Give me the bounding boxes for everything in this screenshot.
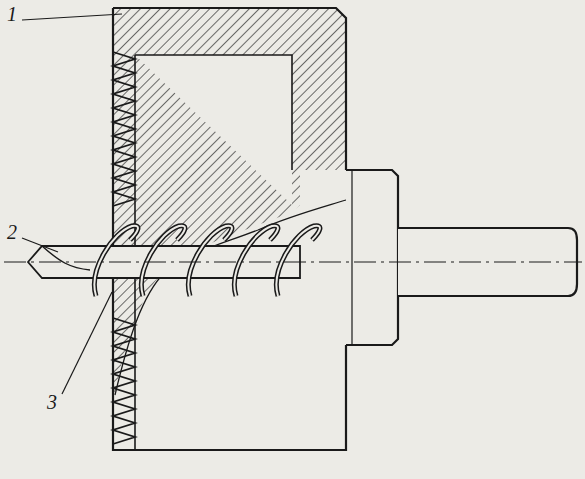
callout-number: 2 [6, 222, 18, 242]
drill-spiral [94, 226, 319, 296]
break-line [115, 200, 346, 395]
spiral-turn [276, 226, 319, 296]
spiral-turn [94, 226, 137, 296]
spiral-turn [188, 226, 231, 296]
spiral-turn [141, 226, 184, 296]
spiral-turn [141, 226, 184, 296]
spiral-turn [94, 226, 137, 296]
body-outline [113, 8, 346, 450]
callout-number: 1 [6, 4, 18, 24]
callout-number: 3 [46, 392, 58, 412]
spiral-turn [188, 226, 231, 296]
section-hatch [113, 8, 346, 395]
spiral-turn [234, 226, 277, 296]
leader-line [22, 238, 58, 252]
leader-line [62, 292, 112, 394]
hub [346, 170, 398, 345]
spiral-turn [234, 226, 277, 296]
spiral-turn [276, 226, 319, 296]
leader-line [22, 14, 122, 20]
